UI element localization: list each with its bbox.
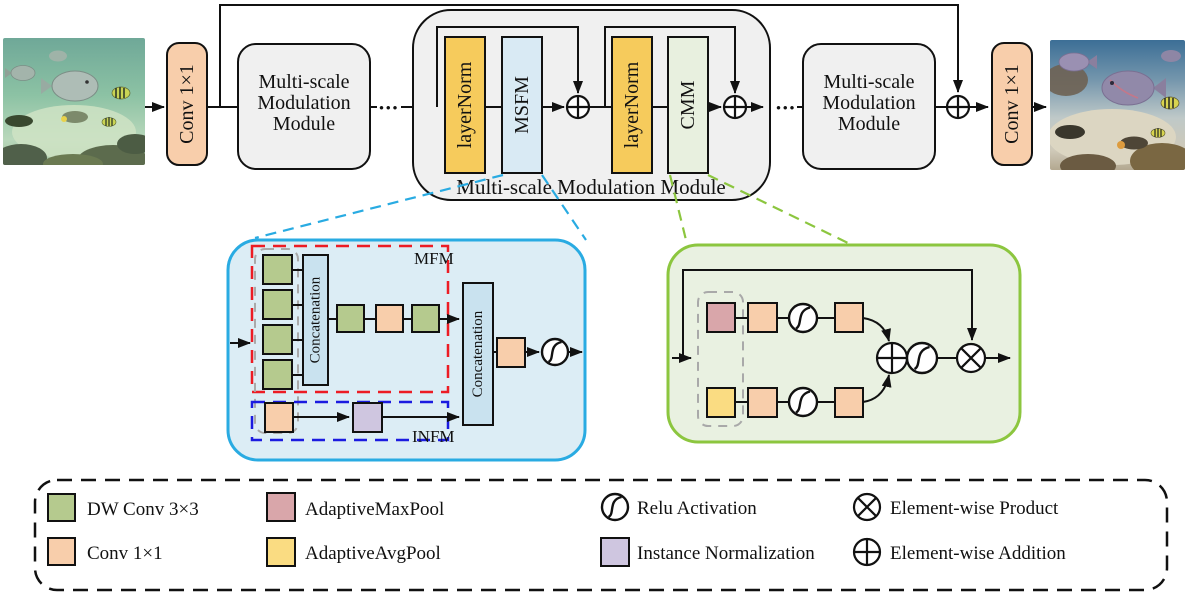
mfm-region — [250, 244, 450, 394]
msfm-detail: MFM Concatenation Concatenation — [226, 238, 587, 462]
instancenorm-block — [352, 402, 383, 433]
msfm-expansion-connectors — [254, 173, 587, 241]
add-icon — [565, 94, 591, 120]
conv1x1-label: Conv 1×1 — [1001, 64, 1023, 144]
conv1x1-small-block — [496, 337, 526, 368]
conv1x1-small-block — [834, 302, 864, 333]
concatenation-label: Concatenation — [470, 310, 486, 397]
relu-icon — [787, 302, 819, 334]
multiply-icon — [852, 492, 882, 522]
input-image — [3, 38, 145, 165]
add-icon — [945, 94, 971, 120]
concatenation-block-1 — [302, 254, 329, 386]
msfm-block — [501, 36, 543, 174]
relu-icon — [600, 492, 630, 522]
wire-curve — [862, 374, 892, 403]
legend-label: AdaptiveMaxPool — [305, 499, 444, 520]
pool-group — [697, 291, 744, 427]
maxpool-block — [706, 302, 736, 333]
layernorm-label: layerNorm — [454, 61, 476, 148]
conv1x1-output-block: Conv 1×1 — [991, 42, 1033, 166]
fish — [5, 50, 131, 127]
module-line: Module — [273, 113, 335, 135]
dwconv-block — [411, 304, 440, 333]
concatenation-block-2 — [462, 282, 494, 426]
conv1x1-small-block — [747, 302, 778, 333]
conv1x1-small-block — [834, 387, 864, 418]
cmm-detail — [666, 243, 1022, 444]
module-line: Modulation — [822, 92, 915, 114]
multiply-icon — [955, 342, 987, 374]
conv1x1-label: Conv 1×1 — [176, 64, 198, 144]
module-line: Multi-scale — [258, 71, 349, 93]
legend-border — [33, 478, 1169, 592]
cmm-skip — [682, 269, 977, 358]
module-line: Module — [838, 113, 900, 135]
concatenation-label: Concatenation — [308, 276, 324, 363]
msmm-expanded-container: Multi-scale Modulation Module layerNorm … — [412, 9, 771, 201]
legend-label: Relu Activation — [637, 498, 757, 519]
layernorm-block-1 — [444, 36, 486, 174]
cmm-block — [667, 36, 709, 174]
conv1x1-swatch — [47, 537, 76, 566]
legend: DW Conv 3×3 Conv 1×1 AdaptiveMaxPool Ada… — [33, 478, 1169, 592]
conv1x1-input-block: Conv 1×1 — [166, 42, 208, 166]
conv1x1-small-block — [375, 304, 404, 333]
msmm-container-label: Multi-scale Modulation Module — [456, 175, 725, 199]
legend-label: DW Conv 3×3 — [87, 499, 199, 520]
add-icon — [722, 94, 748, 120]
relu-icon — [905, 341, 939, 375]
cmm-expansion-connectors — [668, 174, 849, 244]
inner-skip-1 — [436, 26, 583, 107]
dwconv-block — [336, 304, 365, 333]
layernorm-label: layerNorm — [621, 61, 643, 148]
wire-curve — [862, 317, 891, 342]
output-image — [1050, 40, 1185, 170]
dwconv-swatch — [47, 493, 76, 522]
maxpool-swatch — [266, 492, 296, 522]
add-icon — [852, 537, 882, 567]
legend-label: Instance Normalization — [637, 543, 815, 564]
cmm-label: CMM — [677, 80, 699, 129]
fish — [1055, 50, 1181, 150]
msmm-block-left: Multi-scale Modulation Module — [237, 43, 371, 170]
legend-label: Conv 1×1 — [87, 543, 163, 564]
module-line: Modulation — [257, 92, 350, 114]
infm-label: INFM — [412, 427, 455, 446]
conv1x1-small-block — [264, 402, 294, 433]
avgpool-block — [706, 387, 736, 418]
global-skip-connection — [219, 4, 963, 107]
legend-label: Element-wise Product — [890, 498, 1059, 519]
relu-icon — [787, 386, 819, 418]
ellipsis: ••• — [379, 101, 399, 117]
module-line: Multi-scale — [823, 71, 914, 93]
layernorm-block-2 — [611, 36, 653, 174]
legend-label: AdaptiveAvgPool — [305, 543, 441, 564]
msfm-label: MSFM — [511, 76, 533, 134]
relu-icon — [540, 337, 570, 367]
msmm-block-right: Multi-scale Modulation Module — [802, 43, 936, 170]
inner-skip-2 — [604, 26, 740, 107]
legend-label: Element-wise Addition — [890, 543, 1066, 564]
add-icon — [875, 341, 909, 375]
dwconv-stack — [262, 254, 303, 390]
avgpool-swatch — [266, 537, 296, 567]
conv1x1-small-block — [747, 387, 778, 418]
ellipsis: ••• — [776, 101, 796, 117]
instancenorm-swatch — [600, 537, 630, 567]
mfm-label: MFM — [414, 249, 454, 268]
